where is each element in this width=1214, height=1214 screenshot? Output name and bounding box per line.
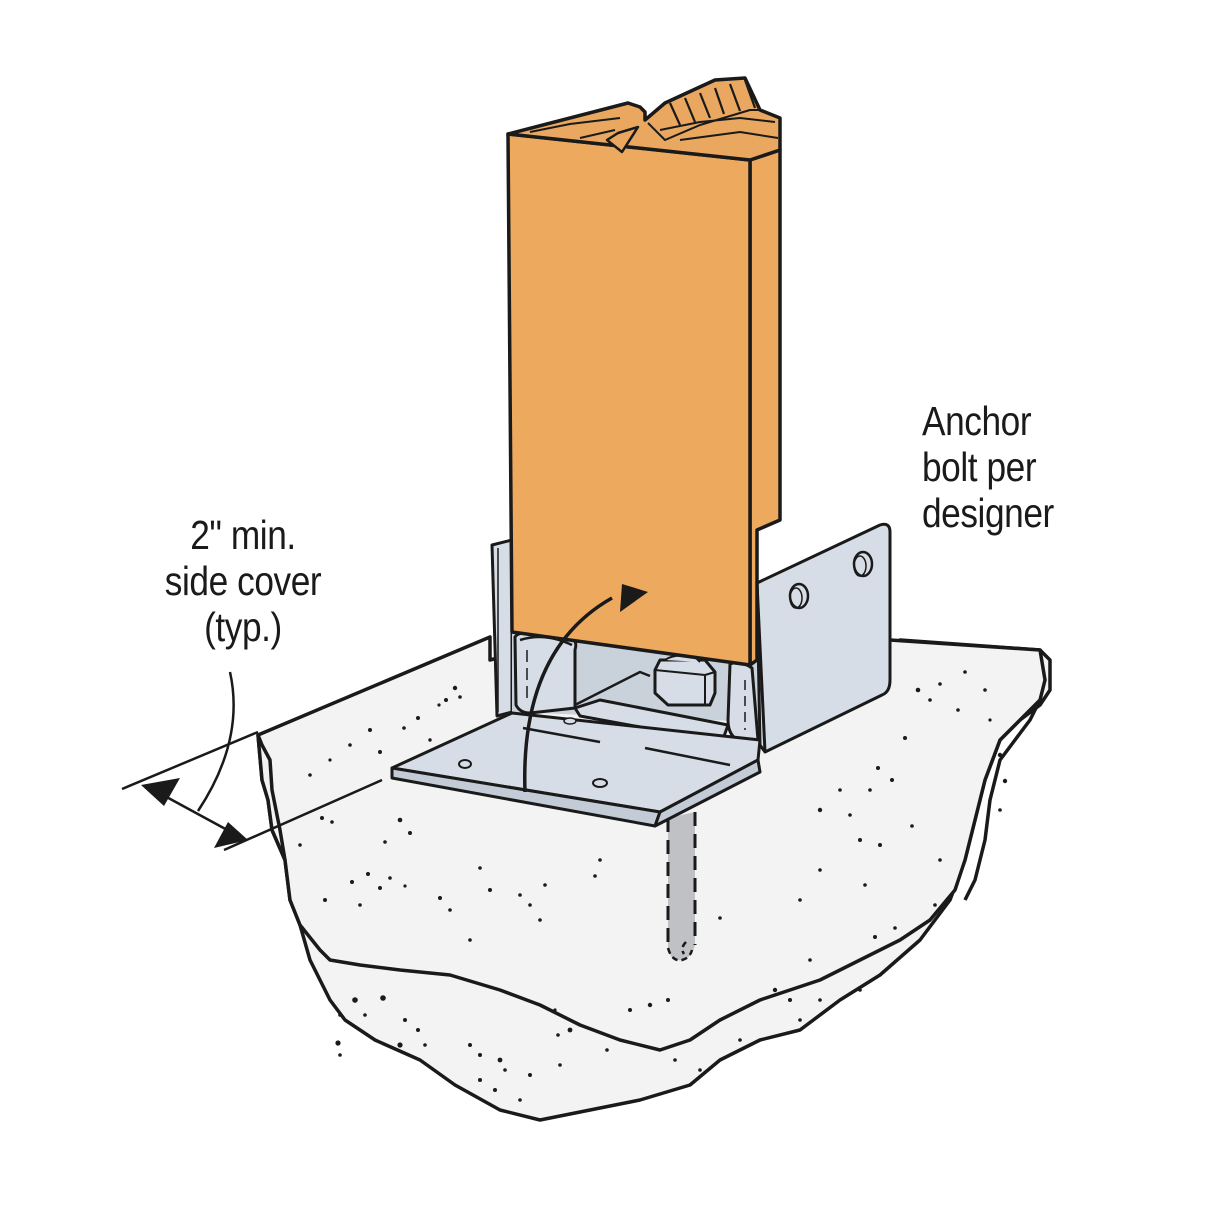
anchor-bolt <box>666 812 697 962</box>
anchor-bolt-label-line2: bolt per <box>922 444 1037 490</box>
anchor-bolt-label-line1: Anchor <box>922 398 1032 444</box>
concrete-aggregate-dots <box>298 670 1008 1102</box>
hex-nut <box>653 654 717 707</box>
side-cover-label-line1: 2" min. <box>190 512 296 558</box>
wood-post <box>506 76 782 667</box>
anchor-bolt-label: Anchor bolt per designer <box>922 398 1054 536</box>
side-cover-label-line2: side cover <box>164 558 322 604</box>
side-cover-label: 2" min. side cover (typ.) <box>140 512 346 650</box>
side-cover-dimension <box>121 671 383 852</box>
anchor-bolt-label-line3: designer <box>922 490 1054 536</box>
side-cover-label-line3: (typ.) <box>204 604 282 650</box>
rotation-arrow <box>523 584 648 793</box>
